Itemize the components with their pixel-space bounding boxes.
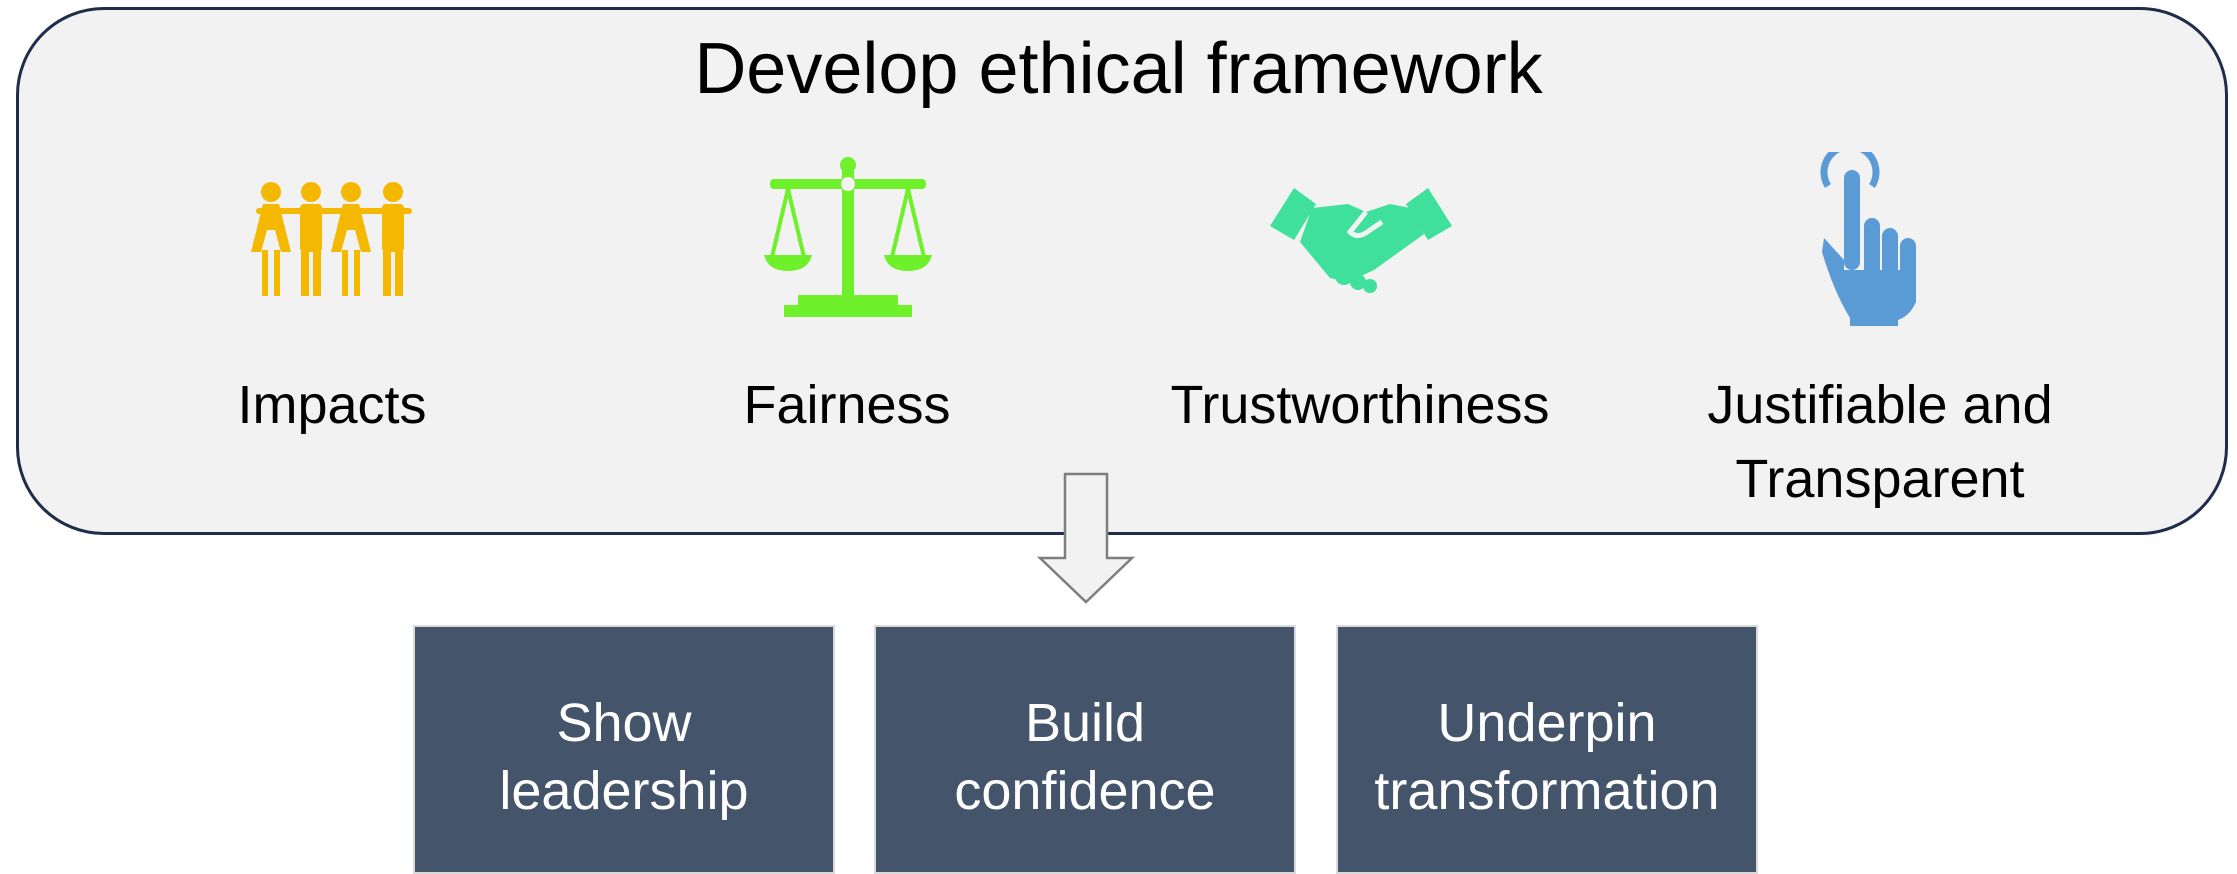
outcome-line1: Show — [556, 693, 692, 753]
handshake-icon — [1270, 182, 1452, 294]
outcome-line2: leadership — [499, 761, 749, 821]
pillar-label-impacts: Impacts — [237, 375, 427, 435]
outcome-box-show-leadership: Show leadership — [413, 625, 835, 874]
pillar-label-justifiable: Justifiable and Transparent — [1660, 368, 2100, 516]
pillar-label-justifiable-line2: Transparent — [1735, 449, 2025, 509]
pillar-label-trustworthiness: Trustworthiness — [1170, 375, 1550, 435]
diagram-title: Develop ethical framework — [694, 29, 1543, 109]
people-group-icon — [244, 180, 420, 298]
outcome-line2: confidence — [954, 761, 1216, 821]
balance-scale-icon — [760, 155, 936, 323]
outcome-line2: transformation — [1374, 761, 1720, 821]
outcome-line1: Underpin — [1437, 693, 1657, 753]
pillar-label-justifiable-line1: Justifiable and — [1707, 375, 2053, 435]
outcome-line1: Build — [1024, 693, 1146, 753]
pillar-label-fairness: Fairness — [743, 375, 951, 435]
down-arrow — [1036, 470, 1136, 611]
outcome-box-underpin-transformation: Underpin transformation — [1336, 625, 1758, 874]
pointing-finger-icon — [1820, 152, 1930, 326]
outcome-box-build-confidence: Build confidence — [874, 625, 1296, 874]
